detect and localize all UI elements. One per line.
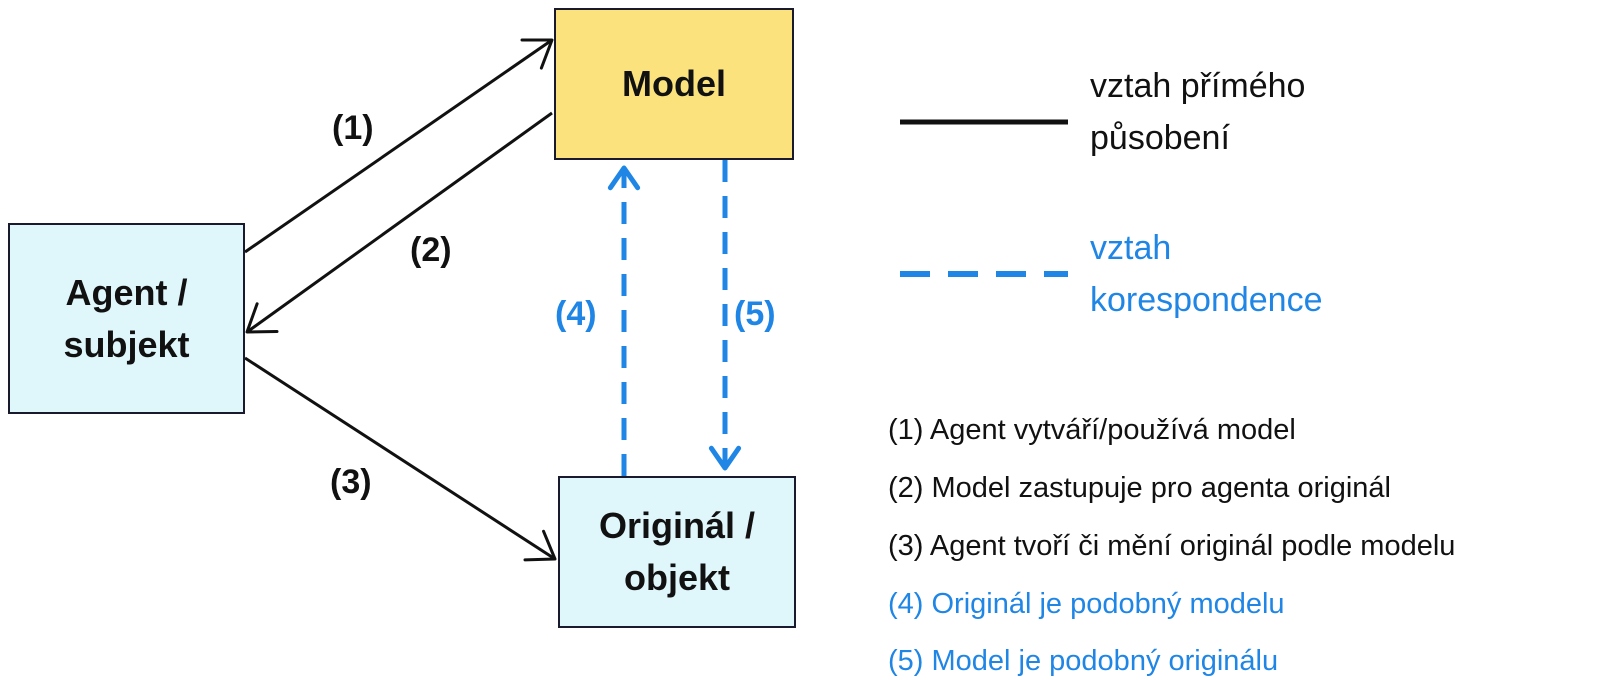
legend-direct-line-1: vztah přímého bbox=[1090, 67, 1306, 105]
model-box[interactable]: Model bbox=[554, 8, 794, 160]
edge-label-3: (3) bbox=[330, 463, 372, 501]
note-3: (3) Agent tvoří či mění originál podle m… bbox=[888, 530, 1456, 562]
arrow-1-shaft bbox=[244, 38, 553, 254]
arrow-1-head bbox=[520, 38, 554, 70]
note-4: (4) Originál je podobný modelu bbox=[888, 588, 1285, 620]
legend-correspondence-line-2: korespondence bbox=[1090, 281, 1323, 319]
legend-direct-line-2: působení bbox=[1090, 119, 1230, 157]
edge-label-1: (1) bbox=[332, 109, 374, 147]
note-2: (2) Model zastupuje pro agenta originál bbox=[888, 472, 1391, 504]
arrows-layer bbox=[244, 38, 742, 562]
edge-label-5: (5) bbox=[734, 295, 776, 333]
original-label-line-2: objekt bbox=[623, 557, 730, 598]
original-box[interactable]: Originál / objekt bbox=[558, 476, 796, 628]
arrow-4-head bbox=[607, 165, 641, 191]
note-5: (5) Model je podobný originálu bbox=[888, 645, 1279, 677]
arrow-2-head bbox=[245, 302, 279, 334]
edge-label-2: (2) bbox=[410, 231, 452, 269]
note-1: (1) Agent vytváří/používá model bbox=[888, 414, 1296, 446]
model-label: Model bbox=[622, 63, 726, 104]
arrow-3-head bbox=[523, 529, 557, 562]
agent-label-line-1: Agent / bbox=[65, 271, 188, 313]
legend-direct-text: vztah přímého působení bbox=[1090, 60, 1305, 164]
legend-correspondence-text: vztah korespondence bbox=[1090, 222, 1323, 326]
arrow-3-shaft bbox=[244, 356, 556, 561]
arrow-2-shaft bbox=[246, 111, 553, 334]
arrow-5-head bbox=[708, 445, 742, 471]
legend-lines-layer bbox=[900, 119, 1068, 277]
legend-correspondence-line-1: vztah bbox=[1090, 229, 1172, 267]
original-label-line-1: Originál / bbox=[598, 505, 756, 546]
edge-label-4: (4) bbox=[555, 295, 597, 333]
agent-label-line-2: subjekt bbox=[63, 323, 190, 365]
agent-box[interactable]: Agent / subjekt bbox=[8, 223, 245, 414]
